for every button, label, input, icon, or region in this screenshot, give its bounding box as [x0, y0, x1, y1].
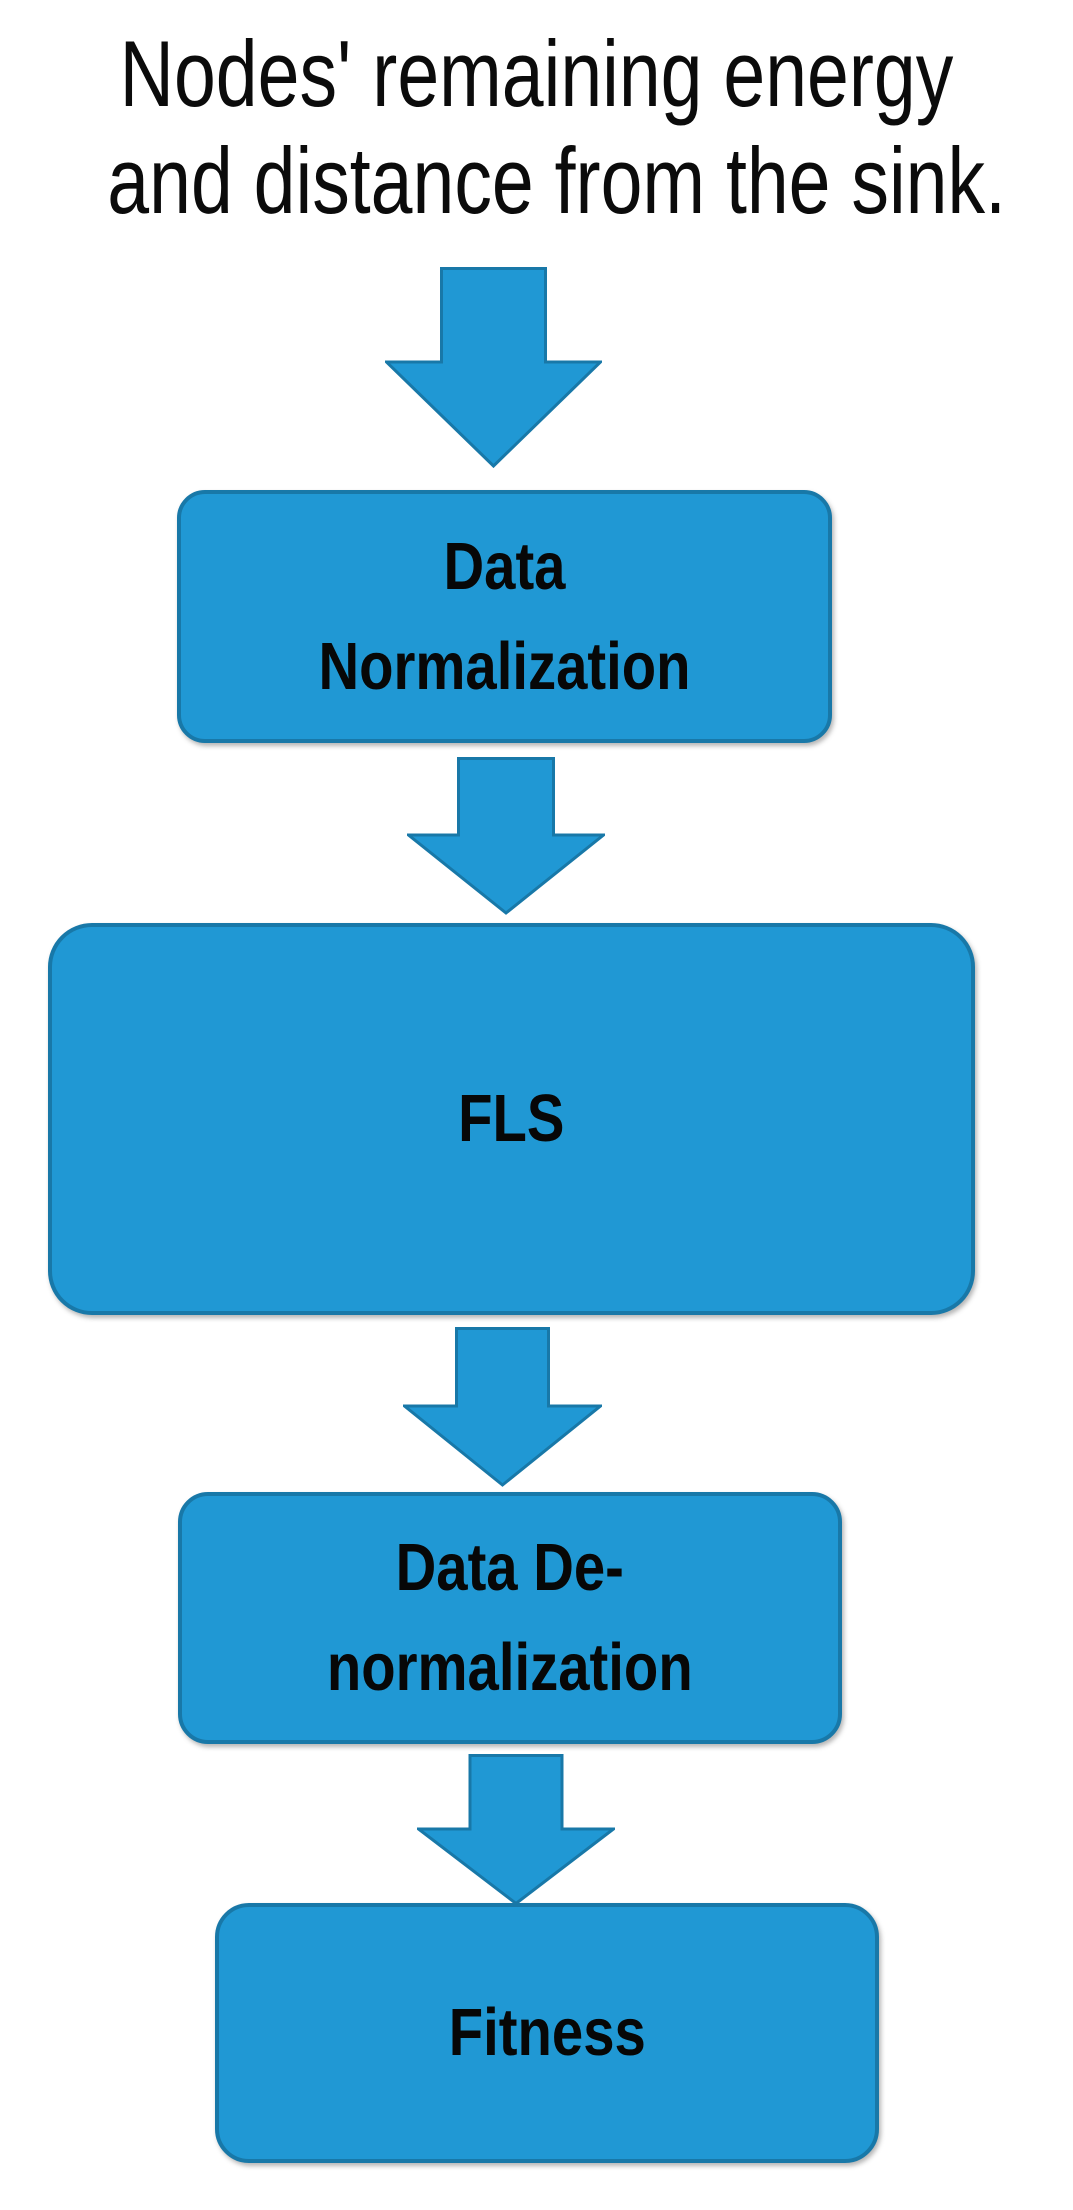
node-label-line-1: Data De-: [395, 1530, 625, 1605]
caption-line-2: and distance from the sink.: [107, 128, 1006, 233]
down-arrow-icon: [407, 757, 605, 915]
down-arrow-icon: [403, 1327, 602, 1487]
flowchart-caption: Nodes' remaining energy and distance fro…: [107, 20, 1006, 234]
caption-line-1: Nodes' remaining energy: [119, 21, 954, 126]
node-label-line-2: Normalization: [318, 628, 691, 704]
node-data-denormalization: Data De- normalization: [178, 1492, 842, 1744]
node-fitness: Fitness: [215, 1903, 879, 2163]
down-arrow-icon: [385, 267, 602, 468]
node-label-line-1: FLS: [458, 1081, 565, 1156]
down-arrow-icon: [417, 1754, 615, 1905]
node-fls: FLS: [48, 923, 975, 1315]
node-data-normalization: Data Normalization: [177, 490, 832, 743]
node-label: Data De- normalization: [327, 1518, 693, 1718]
node-label: FLS: [458, 1069, 564, 1169]
node-label: Fitness: [448, 1983, 645, 2083]
node-label: Data Normalization: [318, 517, 690, 717]
node-label-line-2: normalization: [327, 1630, 693, 1705]
node-label-line-1: Data: [443, 528, 566, 604]
node-label-line-1: Fitness: [448, 1995, 646, 2070]
